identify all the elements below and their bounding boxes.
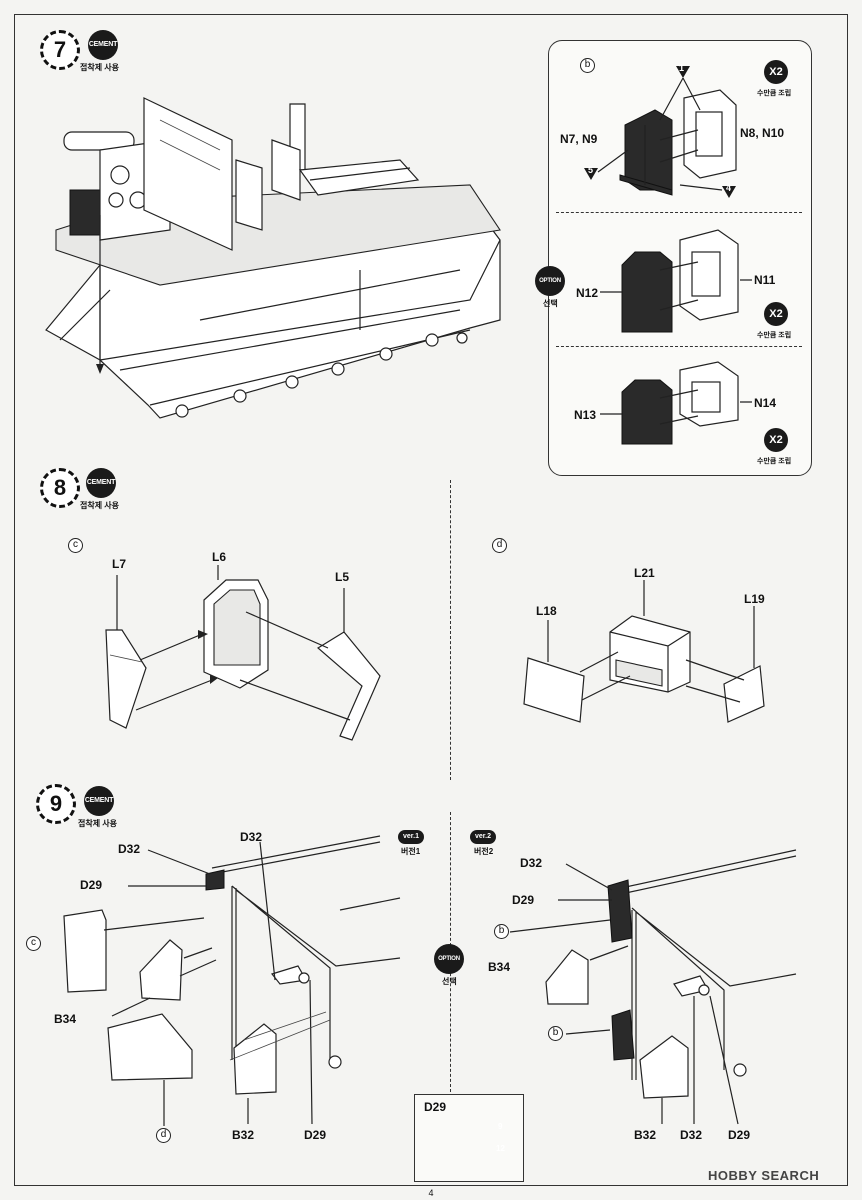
arrow-marker-1: 1 <box>679 63 685 73</box>
label-d29-bottom: D29 <box>304 1128 327 1142</box>
x2-icon: X2 <box>764 302 788 326</box>
label-d32-bottom: D32 <box>680 1128 703 1142</box>
x2-caption: 수만큼 조립 <box>757 90 792 97</box>
label-n11: N11 <box>754 273 776 287</box>
step-8-number: 8 <box>40 468 80 508</box>
label-n8-n10: N8, N10 <box>740 126 785 140</box>
label-l18: L18 <box>536 604 557 618</box>
label-d32-top: D32 <box>240 830 263 844</box>
label-d29: D29 <box>80 878 103 892</box>
label-d29-bottom: D29 <box>728 1128 751 1142</box>
label-n7-n9: N7, N9 <box>560 132 598 146</box>
version-1-caption: 버전1 <box>401 847 421 856</box>
version-2-caption: 버전2 <box>474 847 494 856</box>
label-d32: D32 <box>520 856 543 870</box>
cement-icon: CEMENT <box>88 30 118 60</box>
option-icon: OPTION <box>535 266 565 296</box>
watermark: HOBBY SEARCH <box>708 1168 820 1183</box>
label-b34: B34 <box>488 960 511 974</box>
step-7-number: 7 <box>40 30 80 70</box>
x2-caption: 수만큼 조립 <box>757 458 792 465</box>
d29-detail-inset <box>414 1094 524 1182</box>
detail-b-marker: b <box>580 58 595 73</box>
subassembly-c-marker: c <box>26 936 41 951</box>
label-d32: D32 <box>118 842 141 856</box>
step-8-divider <box>450 480 451 780</box>
arrow-marker-12: 12 <box>496 1144 505 1153</box>
label-l19: L19 <box>744 592 765 606</box>
x2-caption: 수만큼 조립 <box>757 332 792 339</box>
arrow-marker-5: 5 <box>588 165 594 175</box>
page-number: 4 <box>428 1188 434 1198</box>
cement-caption: 접착제 사용 <box>78 819 118 828</box>
label-n14: N14 <box>754 396 777 410</box>
label-l5: L5 <box>335 570 350 584</box>
step-9-number: 9 <box>36 784 76 824</box>
label-b34: B34 <box>54 1012 77 1026</box>
cement-icon: CEMENT <box>86 468 116 498</box>
cement-caption: 접착제 사용 <box>80 63 120 72</box>
cement-icon: CEMENT <box>84 786 114 816</box>
x2-icon: X2 <box>764 428 788 452</box>
x2-icon: X2 <box>764 60 788 84</box>
label-l6: L6 <box>212 550 227 564</box>
label-b32: B32 <box>634 1128 657 1142</box>
detail-divider-1 <box>556 212 802 213</box>
arrow-marker-9: 9 <box>498 1122 503 1131</box>
subassembly-d-marker: d <box>492 538 507 553</box>
subassembly-b-marker: b <box>494 924 509 939</box>
arrow-marker-4: 4 <box>726 183 732 193</box>
version-2-badge: ver.2 <box>470 830 496 844</box>
version-1-badge: ver.1 <box>398 830 424 844</box>
option-icon: OPTION <box>434 944 464 974</box>
option-caption: 선택 <box>442 977 457 986</box>
label-n12: N12 <box>576 286 599 300</box>
subassembly-b-marker: b <box>548 1026 563 1041</box>
option-caption: 선택 <box>543 299 558 308</box>
label-n13: N13 <box>574 408 597 422</box>
subassembly-c-marker: c <box>68 538 83 553</box>
instruction-sheet <box>14 14 848 1186</box>
cement-caption: 접착제 사용 <box>80 501 120 510</box>
inset-title: D29 <box>424 1100 447 1114</box>
label-l7: L7 <box>112 557 127 571</box>
label-b32: B32 <box>232 1128 255 1142</box>
label-l21: L21 <box>634 566 655 580</box>
label-d29: D29 <box>512 893 535 907</box>
detail-divider-2 <box>556 346 802 347</box>
subassembly-d-marker: d <box>156 1128 171 1143</box>
